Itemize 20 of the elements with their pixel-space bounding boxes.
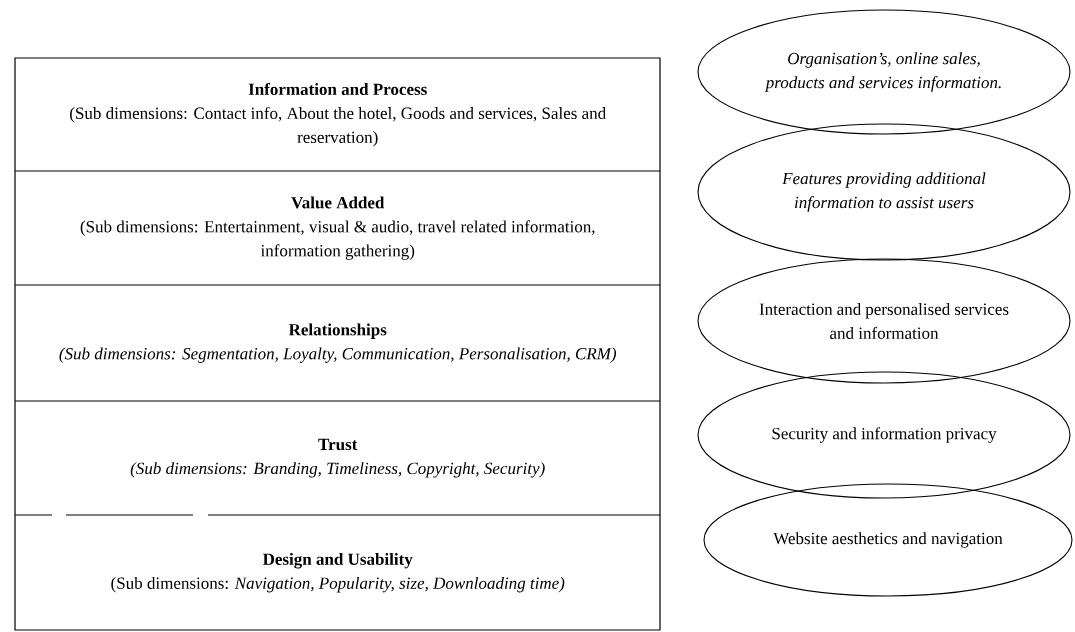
row-heading: Information and Process [248, 82, 427, 96]
row-description: (Sub dimensions: Segmentation, Loyalty, Communication, Personalisation, CRM) [59, 347, 617, 363]
row-description: (Sub dimensions: Entertainment, visual & audio, travel related information, information gathering) [80, 220, 595, 260]
ellipse-text: Interaction and personalised services and information [759, 303, 1009, 339]
ellipse [697, 123, 1071, 261]
row-heading: Design and Usability [262, 552, 413, 569]
ellipse-text: Website aesthetics and navigation [773, 532, 1003, 548]
ellipse-text: Features providing additional information to assist users [782, 172, 986, 212]
row-description: (Sub dimensions: Branding, Timeliness, Copyright, Security) [130, 462, 545, 478]
ellipse [697, 9, 1071, 135]
row-description: (Sub dimensions: Navigation, Popularity, size, Downloading time) [111, 576, 565, 593]
row-description: (Sub dimensions: Contact info, About the hotel, Goods and services, Sales and reservation) [70, 106, 606, 147]
ellipse-text: Security and information privacy [772, 427, 997, 443]
row-heading: Value Added [291, 196, 385, 209]
ellipse [703, 483, 1073, 597]
row-heading: Trust [318, 438, 358, 451]
ellipse [697, 371, 1071, 499]
ellipse-text: Organisation’s, online sales, products and services information. [764, 52, 1001, 92]
ellipse [697, 258, 1071, 384]
row-heading: Relationships [288, 323, 387, 339]
